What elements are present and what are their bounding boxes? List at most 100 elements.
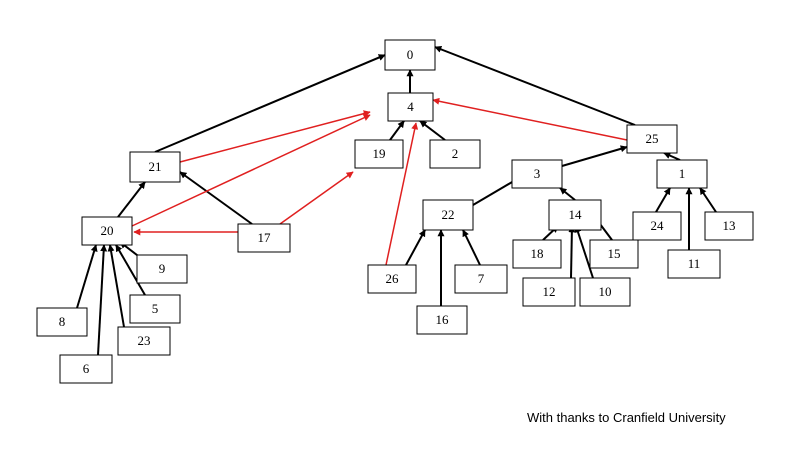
node-box <box>422 199 474 231</box>
node-box <box>522 277 576 307</box>
node-box <box>656 159 708 189</box>
node-22: 22 <box>422 199 474 231</box>
node-box <box>416 305 468 335</box>
edge-17-to-21 <box>179 171 253 225</box>
node-box <box>512 239 562 269</box>
node-box <box>129 151 181 183</box>
edge-1-to-25 <box>663 152 681 161</box>
edge-21-to-0 <box>154 54 386 153</box>
node-20: 20 <box>81 216 133 246</box>
node-label: 6 <box>83 361 90 376</box>
node-box <box>579 277 631 307</box>
node-box <box>81 216 133 246</box>
node-4: 4 <box>387 92 434 122</box>
node-7: 7 <box>454 264 508 294</box>
red-edge-20-to-4 <box>131 114 371 227</box>
node-label: 24 <box>651 218 665 233</box>
node-label: 10 <box>599 284 612 299</box>
node-label: 11 <box>688 256 701 271</box>
node-label: 0 <box>407 47 414 62</box>
node-label: 20 <box>101 223 114 238</box>
credit-text: With thanks to Cranfield University <box>527 410 726 425</box>
node-label: 21 <box>149 159 162 174</box>
node-box <box>59 354 113 384</box>
node-5: 5 <box>129 294 181 324</box>
node-label: 18 <box>531 246 544 261</box>
node-13: 13 <box>704 211 754 241</box>
node-box <box>387 92 434 122</box>
edge-10-to-14 <box>574 225 594 279</box>
node-box <box>667 249 721 279</box>
edge-14-to-3 <box>559 187 576 201</box>
node-12: 12 <box>522 277 576 307</box>
node-16: 16 <box>416 305 468 335</box>
edge-3-to-25 <box>561 145 628 167</box>
edge-19-to-4 <box>389 120 405 141</box>
node-label: 3 <box>534 166 541 181</box>
node-box <box>237 223 291 253</box>
node-19: 19 <box>354 139 404 169</box>
node-6: 6 <box>59 354 113 384</box>
node-box <box>36 307 88 337</box>
node-box <box>354 139 404 169</box>
node-box <box>454 264 508 294</box>
node-label: 26 <box>386 271 400 286</box>
node-17: 17 <box>237 223 291 253</box>
node-box <box>129 294 181 324</box>
edge-24-to-1 <box>655 187 671 213</box>
node-label: 5 <box>152 301 159 316</box>
edge-8-to-20 <box>76 244 98 309</box>
node-10: 10 <box>579 277 631 307</box>
edge-23-to-20 <box>107 244 125 328</box>
node-18: 18 <box>512 239 562 269</box>
red-edge-26-to-4 <box>385 122 419 266</box>
node-label: 1 <box>679 166 686 181</box>
node-9: 9 <box>136 254 188 284</box>
nodes: 0 4 25 19 2 21 3 1 22 14 24 13 20 17 18 15 11 9 26 7 12 10 5 8 1… <box>36 39 754 384</box>
node-24: 24 <box>632 211 682 241</box>
node-label: 13 <box>723 218 736 233</box>
node-label: 23 <box>138 333 151 348</box>
node-3: 3 <box>511 159 563 189</box>
edge-5-to-20 <box>115 244 146 296</box>
node-label: 22 <box>442 207 455 222</box>
node-label: 14 <box>569 207 583 222</box>
red-edge-25-to-4 <box>432 97 628 141</box>
node-label: 15 <box>608 246 621 261</box>
node-label: 19 <box>373 146 386 161</box>
node-14: 14 <box>548 199 602 231</box>
node-box <box>384 39 436 71</box>
node-label: 16 <box>436 312 450 327</box>
node-0: 0 <box>384 39 436 71</box>
node-box <box>511 159 563 189</box>
edge-13-to-1 <box>699 187 717 213</box>
node-label: 17 <box>258 230 272 245</box>
node-box <box>632 211 682 241</box>
node-label: 12 <box>543 284 556 299</box>
red-edge-17-to-19 <box>279 171 354 225</box>
node-15: 15 <box>589 239 639 269</box>
node-8: 8 <box>36 307 88 337</box>
node-box <box>429 139 481 169</box>
node-25: 25 <box>626 124 678 154</box>
node-label: 25 <box>646 131 659 146</box>
edge-7-to-22 <box>462 229 481 266</box>
edge-25-to-0 <box>434 46 636 126</box>
node-label: 4 <box>407 99 414 114</box>
node-box <box>589 239 639 269</box>
node-box <box>704 211 754 241</box>
red-edge-21-to-4 <box>179 110 371 163</box>
node-23: 23 <box>117 326 171 356</box>
node-box <box>136 254 188 284</box>
node-11: 11 <box>667 249 721 279</box>
node-label: 9 <box>159 261 166 276</box>
node-2: 2 <box>429 139 481 169</box>
edge-6-to-20 <box>97 244 108 356</box>
edge-26-to-22 <box>405 229 426 266</box>
node-box <box>626 124 678 154</box>
node-box <box>548 199 602 231</box>
node-26: 26 <box>367 264 417 294</box>
node-label: 8 <box>59 314 66 329</box>
edge-20-to-21 <box>117 181 146 218</box>
